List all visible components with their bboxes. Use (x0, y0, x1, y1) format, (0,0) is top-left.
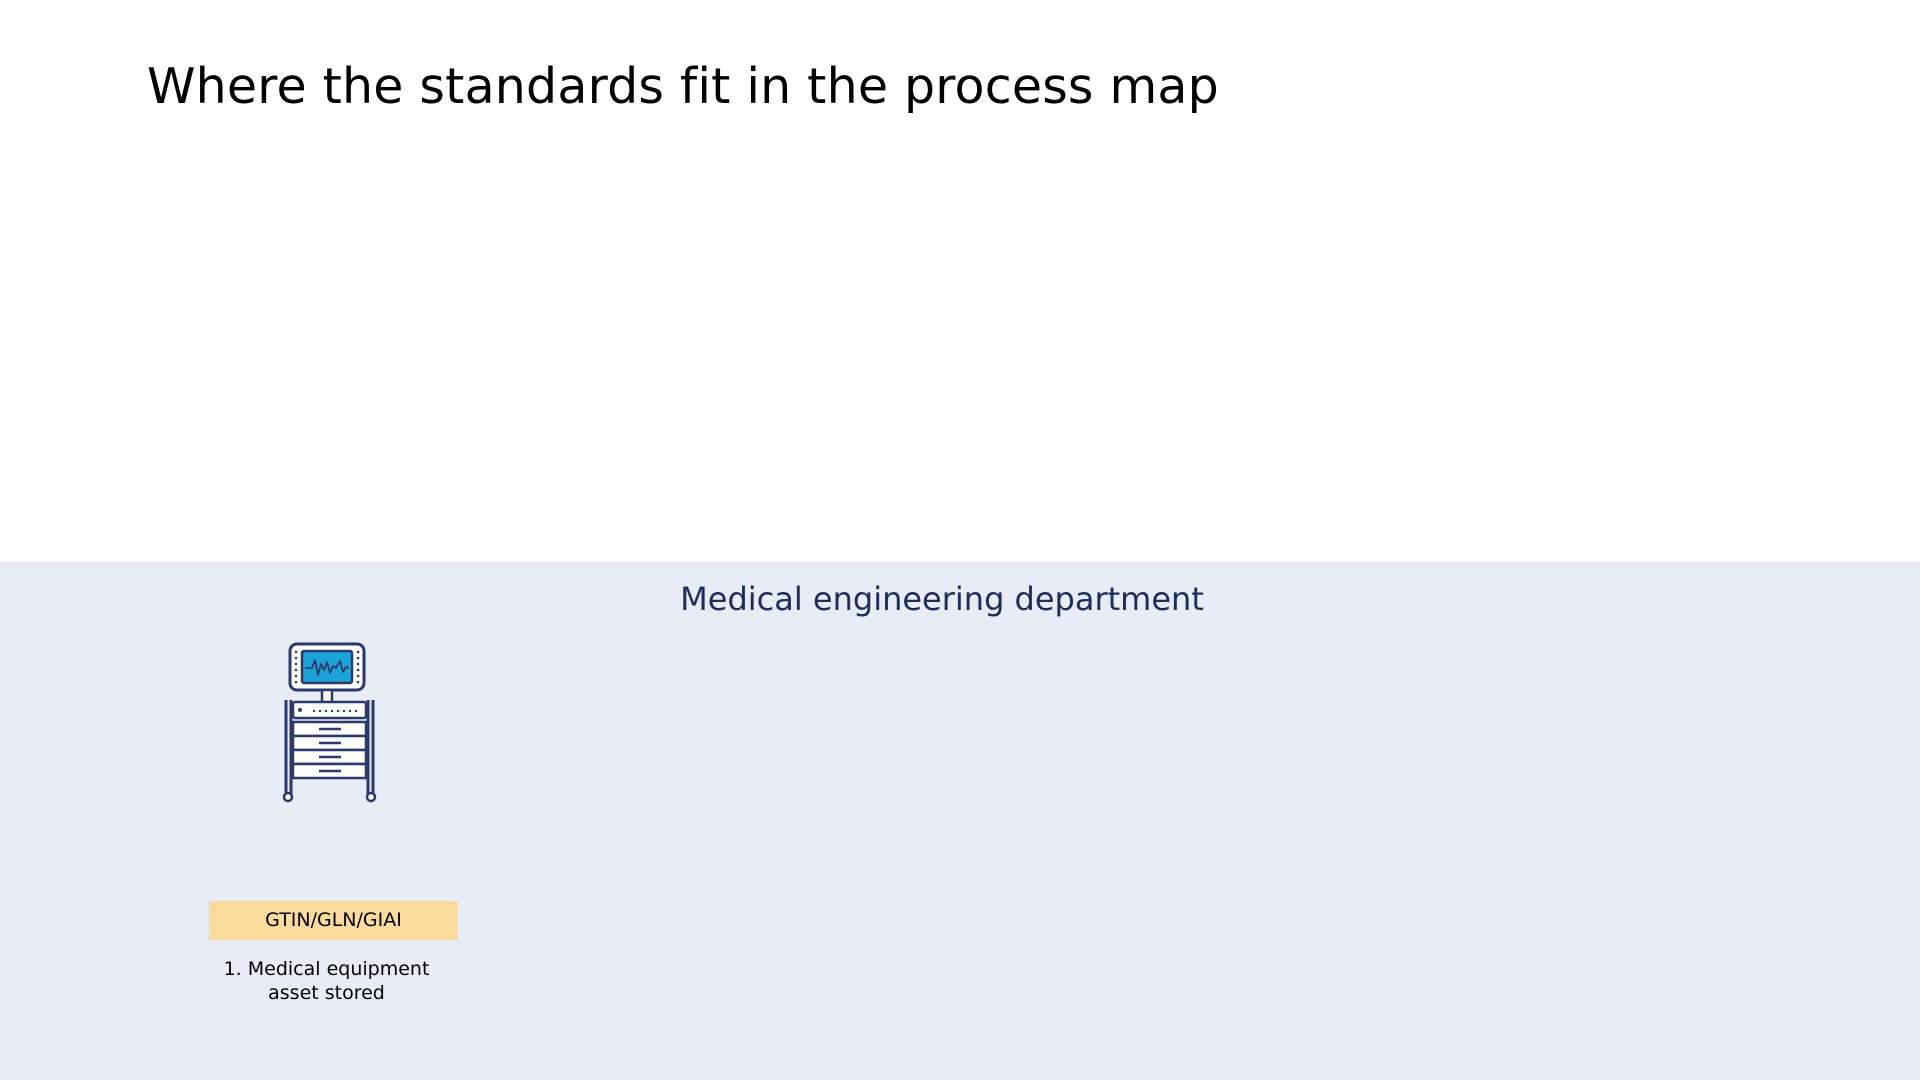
slide-title: Where the standards fit in the process m… (147, 58, 1219, 115)
step-label: 1. Medical equipment asset stored (223, 958, 430, 1004)
swimlane-medical-engineering: Medical engineering department (0, 562, 1920, 1080)
medical-equipment-cart-icon (282, 642, 377, 803)
swimlane-title: Medical engineering department (680, 580, 1204, 618)
standard-badge: GTIN/GLN/GIAI (209, 901, 458, 940)
